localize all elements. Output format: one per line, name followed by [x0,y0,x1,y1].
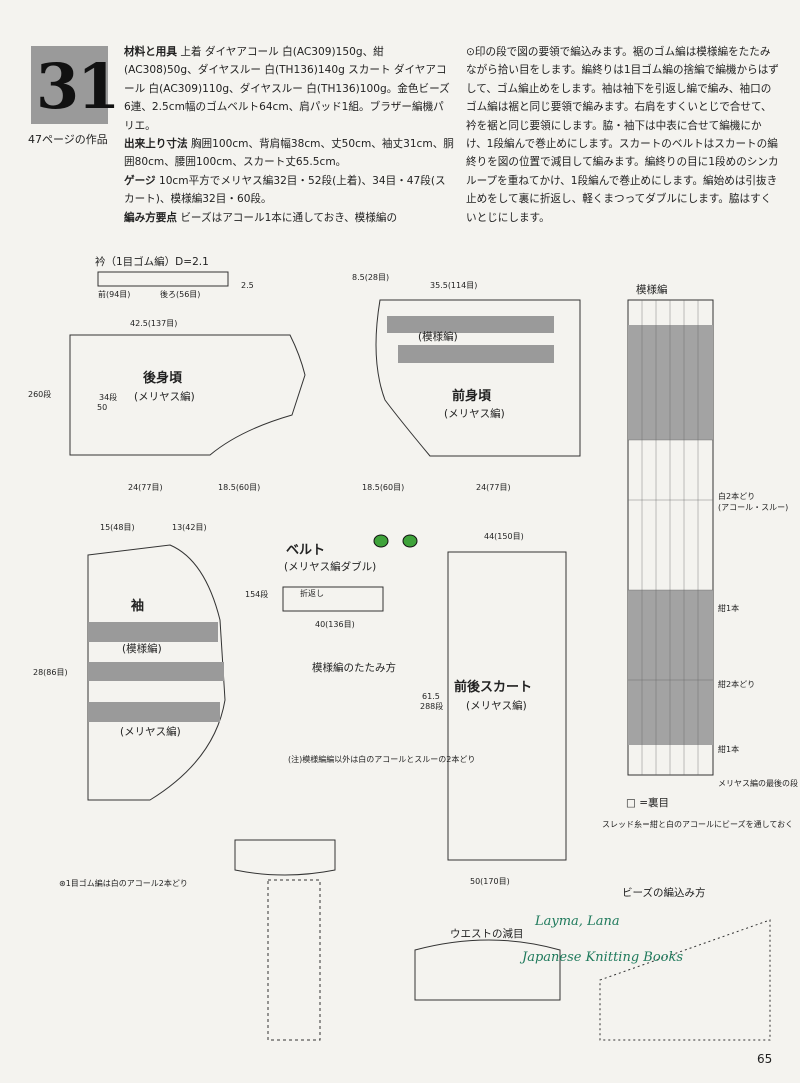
size-label: 出来上り寸法 [124,138,188,151]
pattern-number: 31 [36,50,120,123]
dim-neck-width: 8.5(28目) [352,273,390,282]
chart-label-last-row: メリヤス編の最後の段 [718,779,798,788]
dim-back-half: 24(77目) [128,483,163,492]
materials-label: 材料と用具 [124,46,177,58]
chart-label-navy-2: 紺2本どり [718,680,756,689]
instructions-right: ⊙印の段で図の要領で編込みます。裾のゴム編は模様編をたたみながら拾い目をします。… [466,43,781,227]
back-subtitle: (メリヤス編) [134,391,195,403]
dim-back-width: 42.5(137目) [130,319,178,328]
collar-shape [97,271,229,287]
front-title: 前身頃 [452,389,492,404]
legend-slip: スレッド糸＝紺と白のアコールにビーズを通しておく [602,820,794,829]
chart-frame [627,299,714,776]
legend-purl: □ =裏目 [626,797,670,809]
chart-label-white-sub: (アコール・スルー) [718,503,789,512]
back-body-shape [69,334,306,456]
right-text: ⊙印の段で図の要領で編込みます。裾のゴム編は模様編をたたみながら拾い目をします。… [466,46,779,224]
waist-label: ウエストの減目 [450,928,524,940]
dim-back-rows: 50 [97,403,108,412]
watermark-line2: Japanese Knitting Books [522,950,684,965]
dim-skirt-length: 61.5 [422,692,440,701]
dim-body-stitches: 260段 [28,390,52,399]
gauge-text: 10cm平方でメリヤス編32目・52段(上着)、34目・47段(スカート)、模様… [124,174,446,206]
page-reference: 47ページの作品 [28,133,108,146]
dim-front-half: 24(77目) [476,483,511,492]
points-text: ビーズはアコール1本に通しておき、模様編の [180,211,398,224]
bead-insert-sketch [599,919,771,1041]
bead-sketch-frame [234,839,336,876]
dim-front-center: 18.5(60目) [362,483,405,492]
instructions-left: 材料と用具 上着 ダイヤアコール 白(AC309)150g、紺(AC308)50… [124,43,454,227]
dim-sleeve-cap: 13(42目) [172,523,207,532]
collar-dim-front: 前(94目) [98,290,131,299]
sleeve-shape [87,544,226,801]
sleeve-subtitle: (メリヤス編) [120,726,181,738]
belt-shape [282,586,384,612]
collar-dim-back: 後ろ(56目) [160,290,201,299]
chart-label-navy-3: 紺1本 [718,745,740,754]
front-pattern-label: (模様編) [418,331,458,343]
front-body-shape [375,299,581,457]
belt-title: ベルト [286,543,326,558]
dim-belt-width: 40(136目) [315,620,355,629]
sleeve-band-1 [88,622,218,642]
dim-skirt-top: 44(150目) [484,532,524,541]
dim-skirt-bottom: 50(170目) [470,877,510,886]
sleeve-title: 袖 [131,599,145,614]
waist-shape [414,939,561,1001]
points-label: 編み方要点 [124,211,177,224]
note-knit: (注)模様編編以外は白のアコールとスルーの2本どり [288,755,476,764]
sleeve-band-2 [88,662,224,681]
dim-sleeve-length: 28(86目) [33,668,68,677]
gauge-label: ゲージ [124,174,156,187]
front-pattern-band-2 [398,345,554,363]
bead-sketch-column [267,879,321,1041]
front-subtitle: (メリヤス編) [444,408,505,420]
sleeve-band-3 [88,702,220,722]
chart-label-navy-1: 紺1本 [718,604,740,613]
front-pattern-band-1 [387,316,554,333]
back-title: 後身頃 [143,371,183,386]
size-text: 胸囲100cm、背肩幅38cm、丈50cm、袖丈31cm、胴囲80cm、腰囲10… [124,138,454,169]
skirt-title: 前後スカート [454,680,533,695]
left-eye-icon [373,534,389,548]
note-rib: ⊛1目ゴム編は白のアコール2本どり [59,879,188,888]
materials-text: 上着 ダイヤアコール 白(AC309)150g、紺(AC308)50g、ダイヤス… [124,46,450,132]
bead-title: ビーズの編込み方 [622,887,706,899]
belt-fold-label: 折返し [300,589,324,598]
chart-label-white: 白2本どり [718,492,756,501]
watermark-line1: Layma, Lana [535,914,620,929]
collar-dim-height: 2.5 [241,281,254,290]
pattern-number-box [31,46,108,124]
dim-sleeve-width: 15(48目) [100,523,135,532]
dim-front-width: 35.5(114目) [430,281,478,290]
chart-band-bottom [628,590,713,745]
collar-title: 衿（1目ゴム編）D=2.1 [95,256,209,268]
skirt-shape [447,551,567,861]
page-number: 65 [757,1052,773,1066]
pattern-chart-title: 模様編 [636,284,668,296]
dim-sleeve-rows: 154段 [245,590,269,599]
right-eye-icon [402,534,418,548]
sleeve-pattern-label: (模様編) [122,643,162,655]
dim-back-center: 18.5(60目) [218,483,261,492]
chart-grid [628,300,713,775]
chart-band-top [628,325,713,440]
dim-skirt-rows: 288段 [420,702,444,711]
dim-back-length: 34段 [99,393,118,402]
belt-subtitle: (メリヤス編ダブル) [284,561,377,573]
skirt-subtitle: (メリヤス編) [466,700,527,712]
fold-title: 模様編のたたみ方 [312,662,396,674]
